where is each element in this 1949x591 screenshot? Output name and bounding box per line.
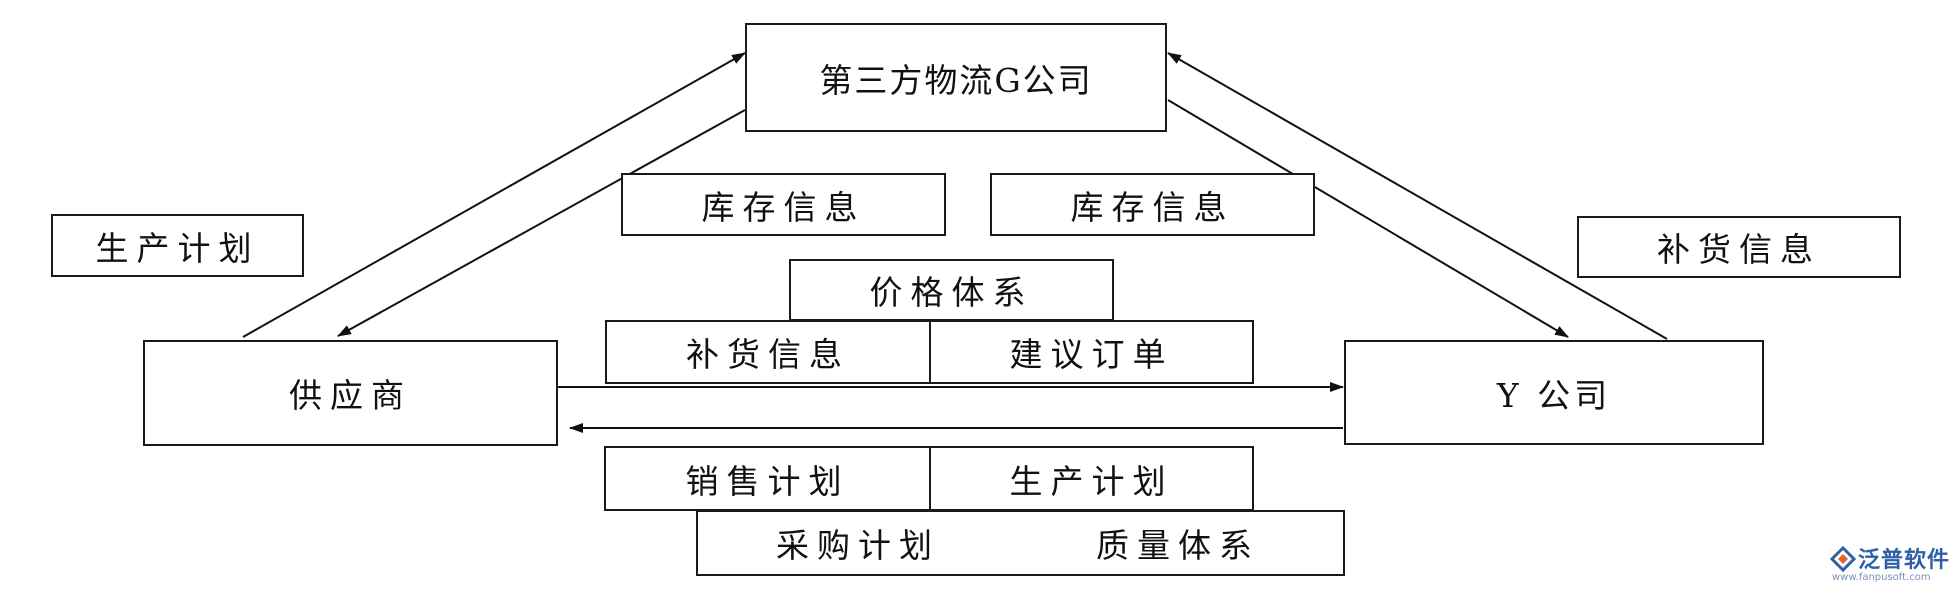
label-production-plan-left: 生产计划 <box>51 214 304 277</box>
arrow-supplier-to-third-party <box>242 52 746 338</box>
logo-name: 泛普软件 <box>1858 548 1949 573</box>
label-purchase-quality: 采购计划 质量体系 <box>696 510 1345 576</box>
node-y-company: Y 公司 <box>1344 340 1764 445</box>
label-inventory-right: 库存信息 <box>990 173 1315 236</box>
node-y-company-label: Y 公司 <box>1496 375 1612 415</box>
node-supplier: 供应商 <box>143 340 558 446</box>
label-quality-system-text: 质量体系 <box>1096 526 1260 565</box>
label-suggest-order-text: 建议订单 <box>1009 335 1174 374</box>
watermark-logo: 泛普软件 www.fanpusoft.com <box>1830 542 1949 588</box>
arrow-third-party-to-supplier <box>337 109 746 337</box>
label-replenish-right-text: 补货信息 <box>1657 230 1821 269</box>
label-sales-plan: 销售计划 <box>604 446 931 511</box>
label-production-plan-mid-text: 生产计划 <box>1009 461 1174 501</box>
label-inventory-left: 库存信息 <box>621 173 946 236</box>
label-suggest-order: 建议订单 <box>929 320 1254 384</box>
label-sales-plan-text: 销售计划 <box>685 461 850 501</box>
label-production-plan-left-text: 生产计划 <box>95 228 260 268</box>
logo-mark-icon <box>1830 546 1856 572</box>
logo-url: www.fanpusoft.com <box>1832 572 1931 583</box>
label-inventory-left-text: 库存信息 <box>701 187 866 227</box>
label-price-system: 价格体系 <box>789 259 1114 321</box>
label-inventory-right-text: 库存信息 <box>1070 187 1235 227</box>
label-replenish-mid-text: 补货信息 <box>686 335 850 374</box>
node-supplier-label: 供应商 <box>289 376 412 415</box>
label-production-plan-mid: 生产计划 <box>929 446 1254 511</box>
arrow-third-party-to-ycompany <box>1167 99 1569 338</box>
arrow-ycompany-to-third-party <box>1167 52 1668 340</box>
label-price-system-text: 价格体系 <box>869 273 1034 312</box>
label-replenish-mid: 补货信息 <box>605 320 931 384</box>
node-third-party-logistics: 第三方物流G公司 <box>745 23 1167 132</box>
label-purchase-plan-text: 采购计划 <box>776 526 940 565</box>
node-third-party-label: 第三方物流G公司 <box>819 60 1093 100</box>
label-replenish-right: 补货信息 <box>1577 216 1901 278</box>
